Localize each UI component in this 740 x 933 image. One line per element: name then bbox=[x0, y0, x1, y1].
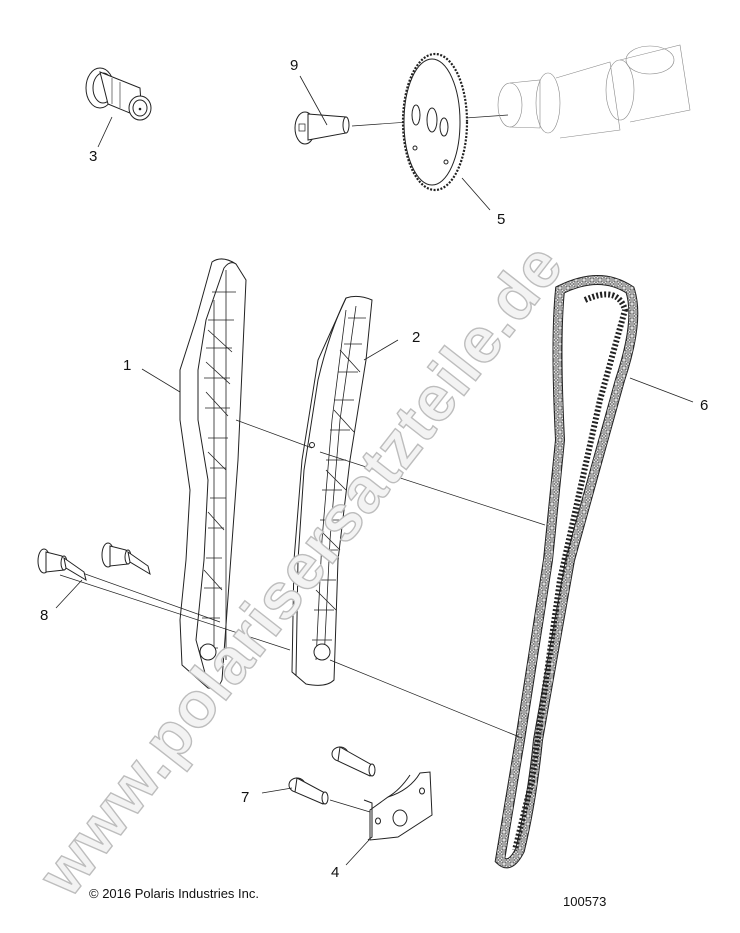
leader-6 bbox=[629, 377, 694, 403]
callout-8: 8 bbox=[40, 607, 49, 624]
callout-3: 3 bbox=[89, 148, 98, 165]
callout-2: 2 bbox=[412, 329, 421, 346]
callout-5: 5 bbox=[497, 211, 506, 228]
part-6-timing-chain bbox=[494, 275, 639, 869]
callout-6: 6 bbox=[700, 397, 709, 414]
leader-5 bbox=[461, 177, 491, 211]
leader-1 bbox=[141, 368, 181, 393]
part-1-chain-guide bbox=[179, 258, 247, 689]
leader-7 bbox=[261, 787, 293, 794]
axis-line-7 bbox=[329, 799, 371, 813]
leader-8 bbox=[55, 579, 83, 609]
part-4-bracket bbox=[363, 771, 433, 841]
part-7-flange-bolts bbox=[288, 746, 376, 805]
copyright-text: © 2016 Polaris Industries Inc. bbox=[89, 886, 259, 901]
part-2-tensioner-guide bbox=[291, 295, 373, 686]
leader-2 bbox=[363, 339, 399, 361]
figure-number: 100573 bbox=[563, 894, 607, 909]
leader-3 bbox=[97, 116, 113, 148]
callout-7: 7 bbox=[241, 789, 250, 806]
alignment-lines bbox=[59, 419, 546, 739]
callout-1: 1 bbox=[123, 357, 132, 374]
part-5-sprocket bbox=[401, 52, 469, 192]
camshaft-ghost bbox=[497, 44, 691, 139]
leader-4 bbox=[345, 839, 370, 866]
watermark-text: www.polarisersatzteile.de bbox=[24, 230, 577, 910]
leader-9 bbox=[299, 75, 328, 126]
part-3-tensioner bbox=[85, 67, 152, 121]
part-9-screw bbox=[294, 111, 350, 145]
callout-9: 9 bbox=[290, 57, 299, 74]
callout-4: 4 bbox=[331, 864, 340, 881]
part-8-pivot-bolts bbox=[37, 542, 151, 582]
